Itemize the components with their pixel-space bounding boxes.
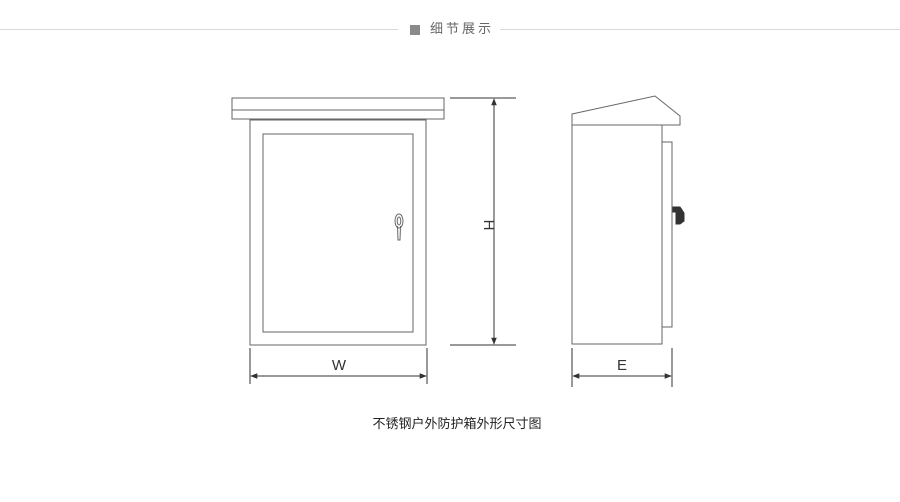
side-view <box>571 95 685 345</box>
door-handle-icon <box>394 213 404 241</box>
height-dimension <box>450 97 516 346</box>
width-label: W <box>332 357 347 374</box>
header-divider-left <box>0 29 398 30</box>
diagram-caption: 不锈钢户外防护箱外形尺寸图 <box>372 417 542 432</box>
side-door-profile <box>661 141 673 328</box>
section-header: 细节展示 <box>0 20 900 40</box>
depth-label: E <box>617 357 627 374</box>
rain-cap-bottom <box>231 109 445 120</box>
depth-dimension <box>571 348 673 387</box>
rain-cap-top <box>231 97 445 111</box>
header-divider-right <box>500 29 900 30</box>
cabinet-door <box>262 133 414 333</box>
front-view <box>231 97 445 346</box>
cabinet-body <box>249 119 427 346</box>
side-body <box>571 124 663 345</box>
square-bullet-icon <box>410 25 420 35</box>
sloped-rain-cap <box>571 95 681 126</box>
section-title: 细节展示 <box>430 22 495 37</box>
width-dimension <box>249 348 428 384</box>
side-handle-icon <box>672 206 685 225</box>
height-label: H <box>480 220 497 231</box>
